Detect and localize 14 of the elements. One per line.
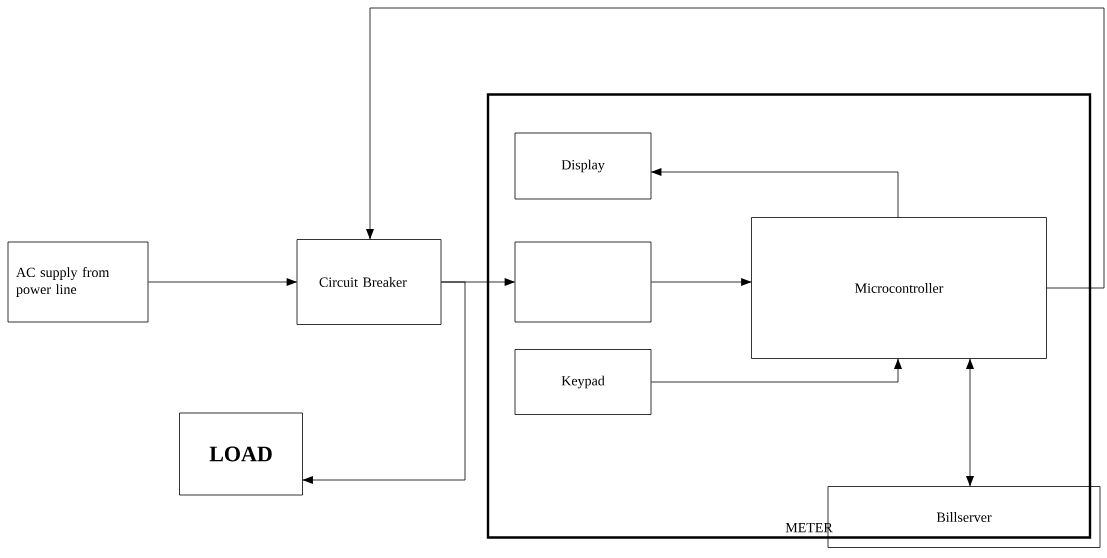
supply-box: AC supply from power line — [7, 241, 149, 323]
arrow — [302, 281, 466, 484]
arrow — [651, 278, 752, 286]
load-box: LOAD — [179, 412, 303, 496]
keypad-box: Keypad — [514, 349, 652, 415]
arrow — [650, 168, 899, 218]
display-box: Display — [514, 132, 652, 200]
arrow — [966, 358, 974, 487]
microcontroller-box: Microcontroller — [751, 217, 1047, 359]
arrow — [148, 278, 298, 286]
arrow — [366, 7, 1105, 289]
arrow — [651, 358, 902, 383]
converter-box — [514, 241, 652, 323]
breaker-box: Circuit Breaker — [296, 239, 442, 325]
